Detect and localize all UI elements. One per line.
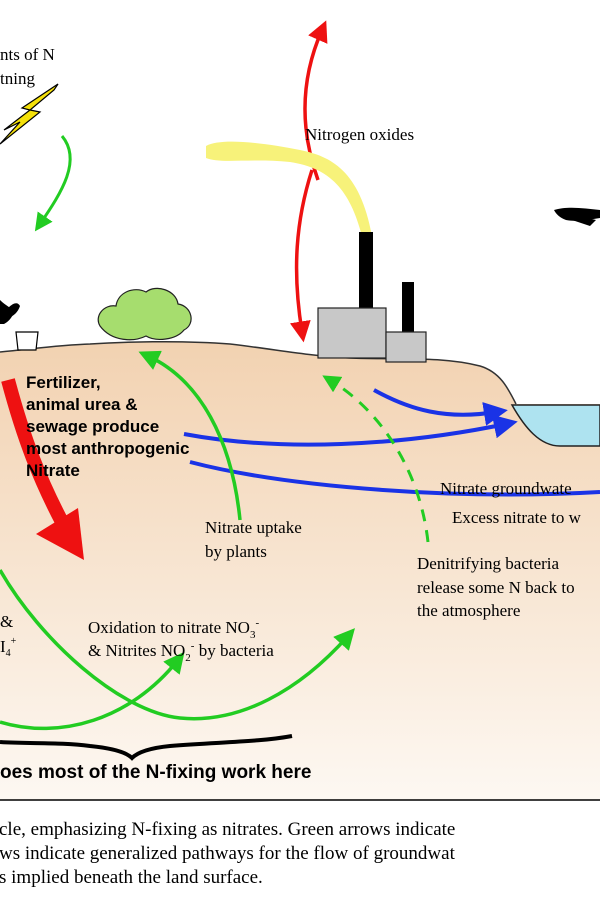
fertilizer-label-line1: Fertilizer, xyxy=(26,373,101,392)
denitrifying-label-line3: the atmosphere xyxy=(417,601,520,620)
red-arrow-fertilizer-head xyxy=(36,508,84,560)
lightning-icon xyxy=(0,83,59,145)
oxidation-label-line1: Oxidation to nitrate NO3- xyxy=(88,617,259,641)
figure-caption: cle, emphasizing N-fixing as nitrates. G… xyxy=(0,818,600,890)
oxidation-label-line2: & Nitrites NO2- by bacteria xyxy=(88,640,274,664)
cow-icon xyxy=(0,300,14,324)
nitrate-uptake-label-line1: Nitrate uptake xyxy=(205,518,302,537)
caption-line-1: cle, emphasizing N-fixing as nitrates. G… xyxy=(0,819,456,840)
fertilizer-label-line3: sewage produce xyxy=(26,417,159,436)
factory-chimney-short xyxy=(402,282,414,334)
airplane-icon xyxy=(554,207,600,221)
smoke-plume xyxy=(206,141,372,236)
bucket-icon xyxy=(15,331,39,351)
airplane-wing-icon xyxy=(566,214,596,226)
green-arrow-denitrify xyxy=(322,375,430,543)
cow-head-icon xyxy=(8,303,20,318)
denitrifying-label-line1: Denitrifying bacteria xyxy=(417,554,560,573)
left-nh4-label: I4+ xyxy=(0,636,17,659)
caption-line-3: s implied beneath the land surface. xyxy=(0,867,263,888)
green-arrow-uptake xyxy=(138,350,242,521)
caption-line-2: ws indicate generalized pathways for the… xyxy=(0,843,455,864)
green-arrow-oxidation-lower xyxy=(0,651,185,731)
green-arrow-oxidation-upper xyxy=(0,569,355,721)
green-arrow-lightning xyxy=(34,135,72,232)
lightning-label-line1: nts of N xyxy=(0,45,55,64)
factory-chimney-tall xyxy=(359,232,373,312)
nitrate-uptake-label-line2: by plants xyxy=(205,542,267,561)
blue-arrow-lower xyxy=(189,460,600,497)
excess-nitrate-label: Excess nitrate to w xyxy=(452,508,582,527)
groundwater-label: Nitrate groundwate xyxy=(440,479,572,498)
factory-building-side xyxy=(385,331,427,363)
bacteria-brace xyxy=(0,734,293,761)
fertilizer-label-line4: most anthropogenic xyxy=(26,439,189,458)
soil-ground xyxy=(0,341,600,800)
nitrogen-oxides-label: Nitrogen oxides xyxy=(305,125,414,144)
bush-icon xyxy=(97,287,192,341)
lake xyxy=(510,404,600,447)
lightning-label-line2: tning xyxy=(0,69,35,88)
factory-building-main xyxy=(317,307,387,359)
blue-arrow-upper xyxy=(373,388,508,426)
red-arrow-fertilizer xyxy=(1,378,69,526)
red-arrow-down xyxy=(289,169,314,343)
ground-surface-line xyxy=(0,340,517,405)
denitrifying-label-line2: release some N back to xyxy=(417,578,575,597)
fertilizer-label-line2: animal urea & xyxy=(26,395,138,414)
fertilizer-label-line5: Nitrate xyxy=(26,461,80,480)
left-amp-label: & xyxy=(0,612,13,631)
bacteria-work-label: oes most of the N-fixing work here xyxy=(0,762,311,783)
